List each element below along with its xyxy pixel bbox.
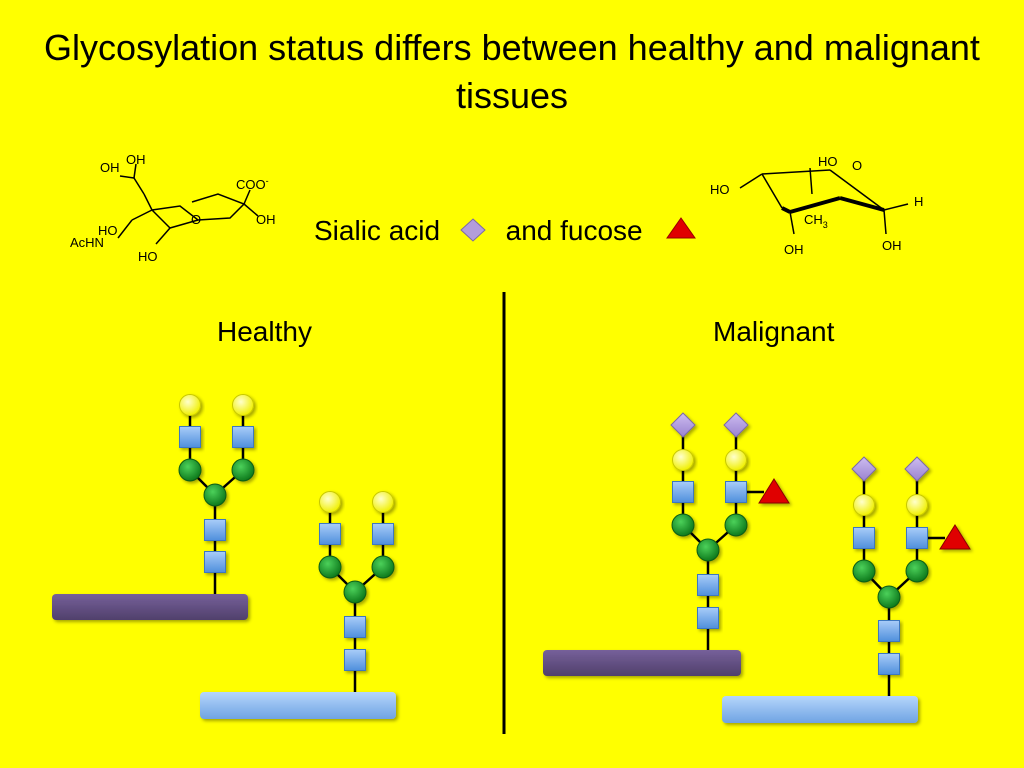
glcnac-square xyxy=(204,519,226,541)
glcnac-square xyxy=(232,426,254,448)
glcnac-square xyxy=(344,649,366,671)
fucose-oh-bottom: OH xyxy=(784,242,804,257)
galactose-circle xyxy=(372,491,394,513)
glcnac-square xyxy=(725,481,747,503)
sialic-acid-diamond xyxy=(670,412,696,438)
galactose-circle xyxy=(725,449,747,471)
slide-title: Glycosylation status differs between hea… xyxy=(44,27,980,116)
glcnac-square xyxy=(878,620,900,642)
mannose-circle xyxy=(343,580,367,604)
sialic-achn: AcHN xyxy=(70,235,104,250)
glcnac-square xyxy=(878,653,900,675)
cell-membrane-dark xyxy=(543,650,741,676)
fucose-label: and fucose xyxy=(505,215,643,246)
glcnac-square xyxy=(853,527,875,549)
healthy-heading: Healthy xyxy=(217,316,312,347)
fucose-triangle-icon xyxy=(666,217,697,239)
mannose-circle xyxy=(178,458,202,482)
legend: Sialic acid and fucose xyxy=(314,214,698,247)
cell-membrane-dark xyxy=(52,594,248,620)
sialic-acid-diamond xyxy=(904,456,930,482)
glcnac-square xyxy=(372,523,394,545)
galactose-circle xyxy=(319,491,341,513)
fucose-oh-right: OH xyxy=(882,238,902,253)
sialic-oh-2: OH xyxy=(126,152,146,167)
galactose-circle xyxy=(853,494,875,516)
sialic-ho-1: HO xyxy=(98,223,118,238)
mannose-circle xyxy=(231,458,255,482)
galactose-circle xyxy=(672,449,694,471)
fucose-triangle xyxy=(758,478,790,504)
glcnac-square xyxy=(697,574,719,596)
fucose-structure: HO O HO H CH3 OH OH xyxy=(710,154,923,257)
sialic-acid-label: Sialic acid xyxy=(314,215,441,246)
mannose-circle xyxy=(905,559,929,583)
glcnac-square xyxy=(697,607,719,629)
sialic-oh-1: OH xyxy=(100,160,120,175)
mannose-circle xyxy=(852,559,876,583)
sialic-ring-o: O xyxy=(191,212,201,227)
mannose-circle xyxy=(203,483,227,507)
cell-membrane-light xyxy=(200,692,396,719)
sialic-oh-3: OH xyxy=(256,212,276,227)
fucose-ho-left: HO xyxy=(710,182,730,197)
mannose-circle xyxy=(877,585,901,609)
sialic-acid-diamond xyxy=(723,412,749,438)
mannose-circle xyxy=(724,513,748,537)
fucose-ch3: CH3 xyxy=(804,212,828,230)
galactose-circle xyxy=(179,394,201,416)
cell-membrane-light xyxy=(722,696,918,723)
mannose-circle xyxy=(371,555,395,579)
malignant-heading: Malignant xyxy=(713,316,835,347)
glcnac-square xyxy=(204,551,226,573)
sialic-acid-diamond xyxy=(851,456,877,482)
glcnac-square xyxy=(672,481,694,503)
glcnac-square xyxy=(344,616,366,638)
mannose-circle xyxy=(671,513,695,537)
galactose-circle xyxy=(232,394,254,416)
sialic-ho-2: HO xyxy=(138,249,158,264)
glcnac-square xyxy=(179,426,201,448)
fucose-ho-top: HO xyxy=(818,154,838,169)
glcnac-square xyxy=(906,527,928,549)
sialic-coo: COO- xyxy=(236,176,269,192)
sialic-acid-diamond-icon xyxy=(460,218,486,242)
fucose-ring-o: O xyxy=(852,158,862,173)
fucose-h: H xyxy=(914,194,923,209)
mannose-circle xyxy=(696,538,720,562)
galactose-circle xyxy=(906,494,928,516)
glcnac-square xyxy=(319,523,341,545)
fucose-triangle xyxy=(939,524,971,550)
mannose-circle xyxy=(318,555,342,579)
sialic-acid-structure: OH OH COO- O OH HO AcHN HO xyxy=(70,152,276,264)
